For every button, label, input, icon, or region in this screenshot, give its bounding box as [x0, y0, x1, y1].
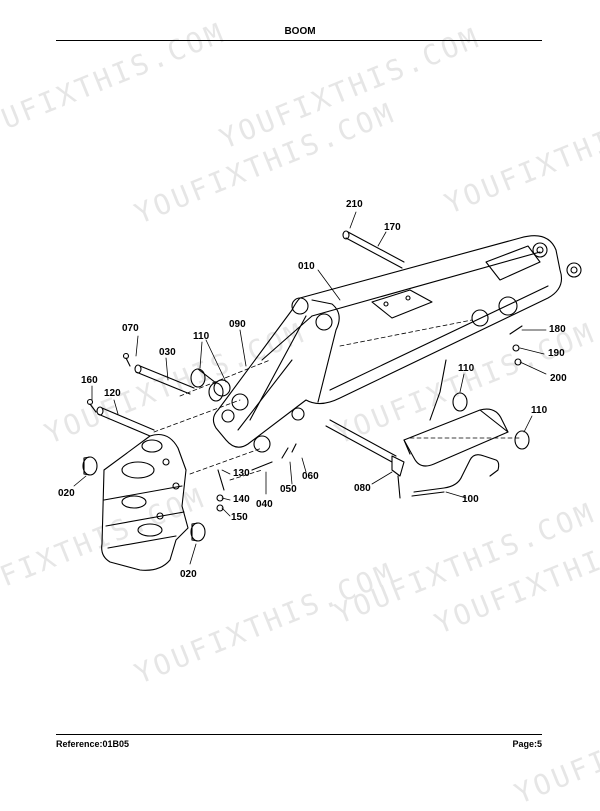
hose-100 — [411, 454, 500, 497]
boom-parts-diagram — [73, 211, 582, 571]
callout-170: 170 — [384, 222, 401, 233]
callout-020-bottom: 020 — [180, 569, 197, 580]
callout-060: 060 — [302, 471, 319, 482]
footer-rule — [56, 734, 542, 735]
callout-180: 180 — [549, 324, 566, 335]
callout-030: 030 — [159, 347, 176, 358]
callout-110-left: 110 — [193, 331, 210, 342]
callout-140: 140 — [233, 494, 250, 505]
header-rule — [56, 40, 542, 41]
callout-120: 120 — [104, 388, 121, 399]
callout-160: 160 — [81, 375, 98, 386]
callout-210: 210 — [346, 199, 363, 210]
callout-070: 070 — [122, 323, 139, 334]
callout-010: 010 — [298, 261, 315, 272]
cylinder-080 — [325, 419, 405, 499]
callout-190: 190 — [548, 348, 565, 359]
callout-020-top: 020 — [58, 488, 75, 499]
callout-110-mid: 110 — [458, 363, 475, 374]
bushing-110 — [190, 368, 530, 450]
bushing-020 — [82, 456, 206, 542]
boom-arm — [212, 235, 582, 453]
fasteners — [216, 230, 523, 512]
alignment-lines — [153, 319, 521, 481]
callout-050: 050 — [280, 484, 297, 495]
reference-label: Reference:01B05 — [56, 739, 130, 749]
callout-100: 100 — [462, 494, 479, 505]
pins — [86, 352, 195, 437]
callout-080: 080 — [354, 483, 371, 494]
callout-150: 150 — [231, 512, 248, 523]
leader-lines — [73, 211, 547, 565]
page-title: BOOM — [284, 26, 316, 37]
callout-110-right: 110 — [531, 405, 548, 416]
page-number: Page:5 — [512, 739, 542, 749]
callout-090: 090 — [229, 319, 246, 330]
callout-040: 040 — [256, 499, 273, 510]
cylinder-body — [403, 359, 509, 467]
callout-200: 200 — [550, 373, 567, 384]
callout-130: 130 — [233, 468, 250, 479]
swing-bracket — [101, 433, 189, 571]
